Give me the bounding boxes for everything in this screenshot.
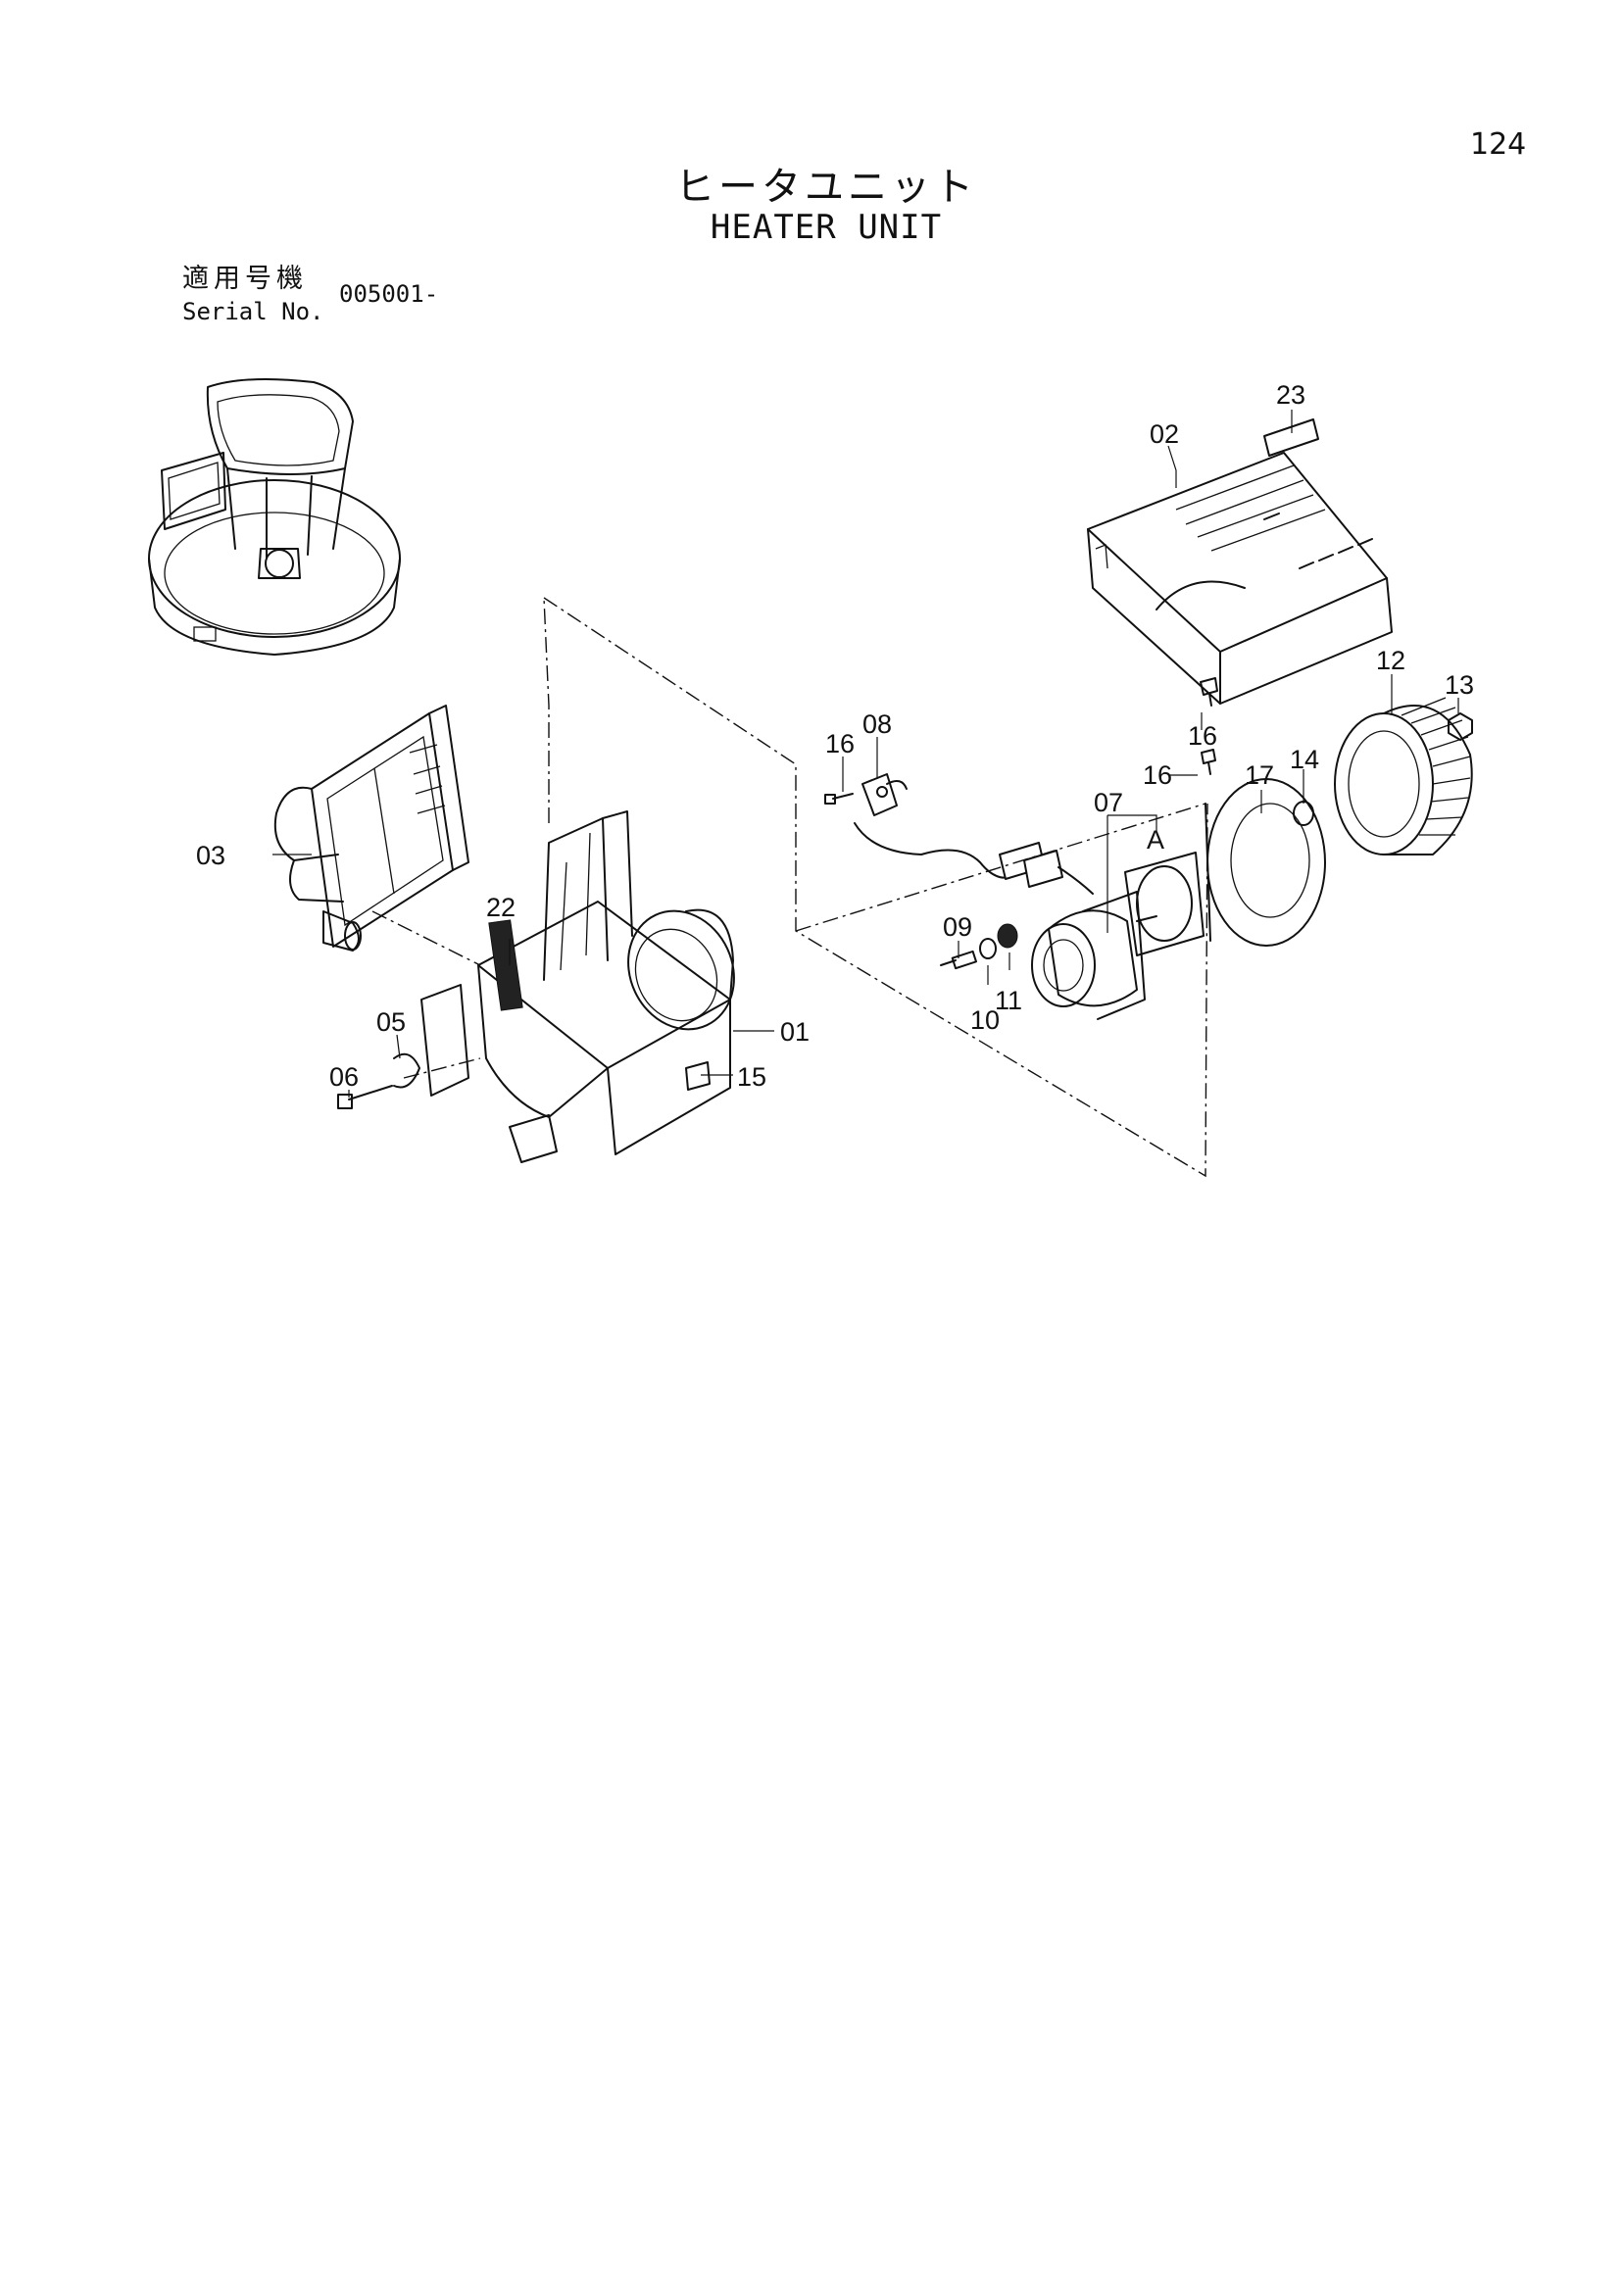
- page-number: 124: [1470, 127, 1527, 162]
- callout-13: 13: [1445, 670, 1474, 700]
- callout-16-cover: 16: [1188, 721, 1217, 751]
- callout-08: 08: [862, 709, 892, 739]
- callout-labels: 23 02 12 13 16 16 17 14 08 16 07 A 03 22…: [196, 380, 1474, 1092]
- serial-label-japanese: 適用号機: [182, 264, 308, 294]
- callout-14: 14: [1290, 745, 1319, 774]
- screws-illustration: [337, 677, 1218, 1109]
- callout-02: 02: [1150, 419, 1179, 449]
- callout-06: 06: [329, 1062, 359, 1092]
- heater-case-illustration: [420, 810, 735, 1163]
- callout-01: 01: [780, 1017, 810, 1047]
- serial-number-value: 005001-: [339, 280, 439, 308]
- callout-03: 03: [196, 841, 225, 870]
- fan-assembly-illustration: [1124, 697, 1473, 956]
- callout-16-harness: 16: [825, 729, 855, 758]
- leader-lines: [272, 410, 1459, 1098]
- callout-A: A: [1147, 825, 1164, 855]
- callout-23: 23: [1276, 380, 1305, 410]
- serial-label: Serial No.: [182, 298, 324, 325]
- callout-10: 10: [970, 1005, 1000, 1035]
- callout-05: 05: [376, 1007, 406, 1037]
- callout-22: 22: [486, 893, 516, 922]
- heater-cover-illustration: [1087, 418, 1393, 705]
- blower-motor-illustration: [940, 891, 1157, 1020]
- callout-15: 15: [737, 1062, 766, 1092]
- callout-12: 12: [1376, 646, 1405, 675]
- callout-11: 11: [995, 986, 1022, 1015]
- machine-overview-illustration: [148, 377, 401, 656]
- page-title-english: HEATER UNIT: [710, 208, 943, 247]
- callout-09: 09: [943, 912, 972, 942]
- callout-17: 17: [1245, 760, 1274, 790]
- callout-16-fan: 16: [1143, 760, 1172, 790]
- heater-core-illustration: [273, 705, 469, 952]
- assembly-lines: [371, 597, 1208, 1178]
- page-title-japanese: ヒータユニット: [675, 165, 977, 210]
- wire-harness-illustration: [854, 773, 1094, 895]
- callout-07: 07: [1094, 788, 1123, 817]
